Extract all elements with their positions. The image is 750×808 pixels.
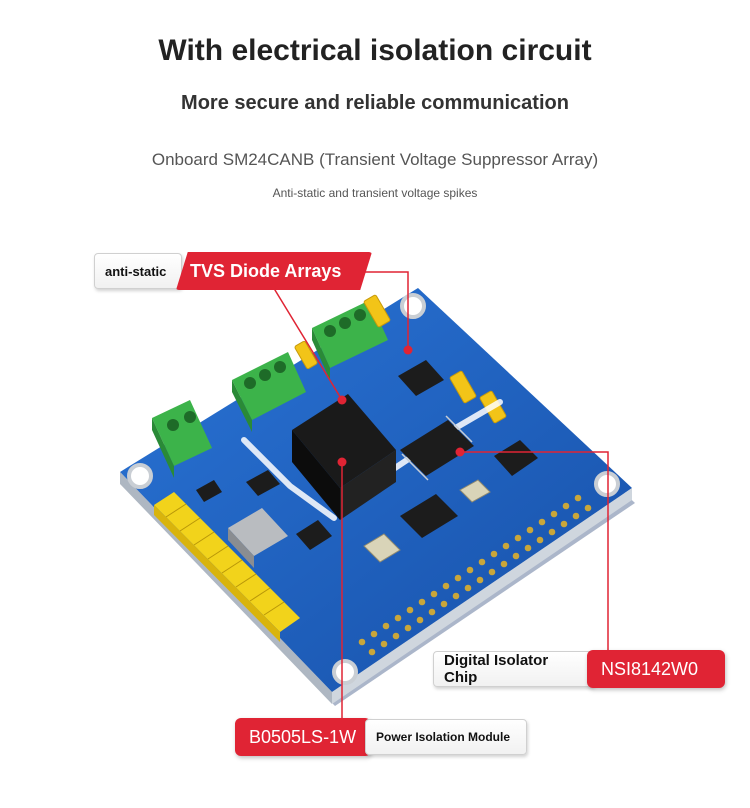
terminal-block-power (152, 400, 212, 478)
callout-tvs-label: TVS Diode Arrays (176, 252, 372, 290)
callout-tvs: anti-static TVS Diode Arrays (94, 252, 372, 290)
callout-power: B0505LS-1W Power Isolation Module (235, 718, 527, 756)
yellow-pin-header (154, 492, 300, 642)
callout-leader-lines (263, 271, 609, 718)
power-isolation-module (292, 394, 396, 520)
feature-line: Onboard SM24CANB (Transient Voltage Supp… (151, 150, 599, 169)
callout-isolator-label: NSI8142W0 (587, 650, 725, 688)
feature-note: Anti-static and transient voltage spikes (272, 186, 478, 200)
crystal-2 (459, 479, 491, 503)
callout-isolator-caption: Digital Isolator Chip (433, 651, 595, 687)
ic-chips (196, 360, 538, 550)
gpio-header-pads (358, 494, 592, 656)
crystal (363, 533, 401, 563)
mounting-holes (127, 293, 620, 685)
callout-tvs-caption: anti-static (94, 253, 182, 289)
page-subtitle: More secure and reliable communication (181, 92, 569, 114)
callout-isolator: Digital Isolator Chip NSI8142W0 (433, 650, 725, 688)
inductor (228, 508, 288, 568)
callout-power-label: B0505LS-1W (235, 718, 371, 756)
page-title: With electrical isolation circuit (158, 34, 592, 67)
chip-pins (401, 415, 473, 481)
terminal-block-can0 (232, 352, 306, 432)
terminal-block-can1 (312, 300, 388, 380)
callout-power-caption: Power Isolation Module (365, 719, 527, 755)
